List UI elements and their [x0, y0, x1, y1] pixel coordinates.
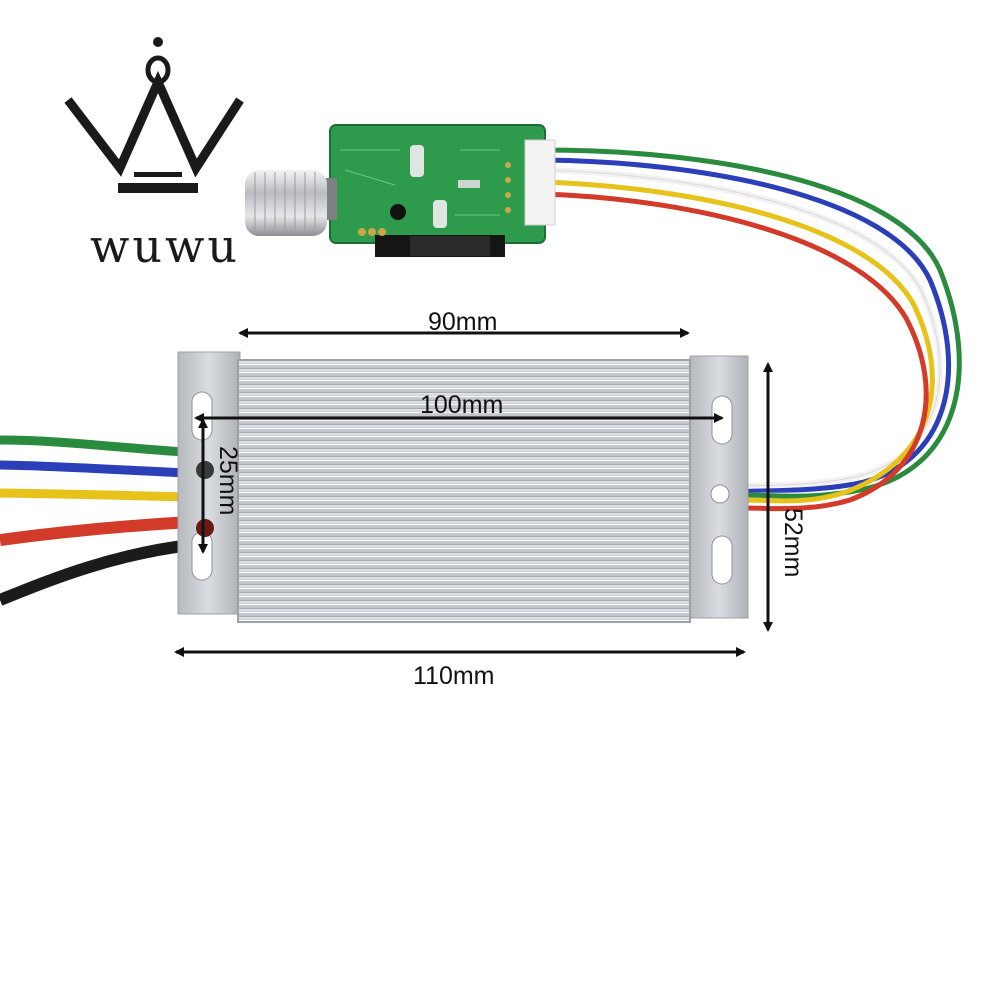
height-label: 52mm [779, 508, 807, 577]
inner-width-label: 90mm [428, 308, 497, 336]
pcb-board [329, 124, 556, 257]
hole-spacing-label: 100mm [420, 391, 503, 419]
overall-width-label: 110mm [413, 662, 495, 690]
brand-name: wuwu [90, 219, 240, 273]
power-wires [0, 435, 191, 606]
crown-logo-icon [64, 37, 244, 193]
brand-logo: wuwu [64, 37, 244, 273]
aluminium-housing [177, 351, 749, 623]
hole-height-label: 25mm [214, 446, 242, 515]
potentiometer-knob-icon [245, 170, 337, 236]
control-wires [542, 147, 962, 512]
dimension-annotations [174, 328, 773, 657]
